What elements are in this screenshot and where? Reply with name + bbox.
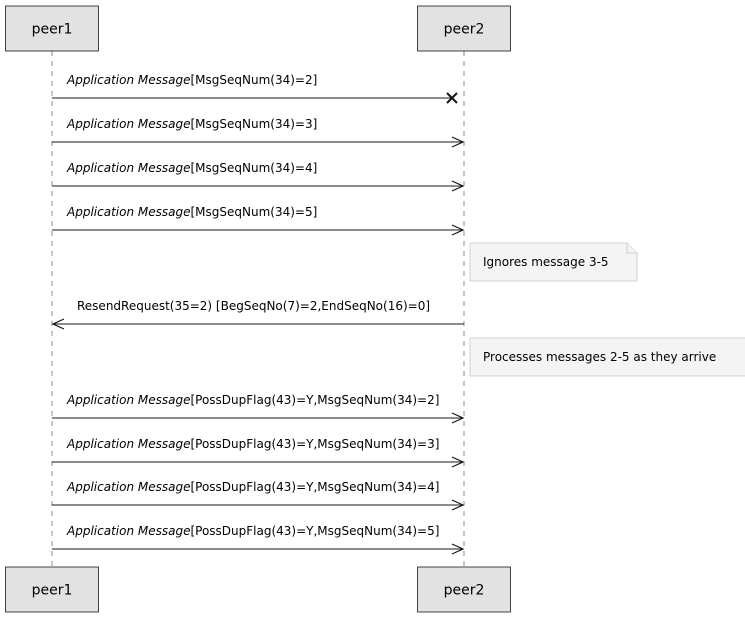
note-body	[469, 242, 638, 282]
message: Application Message[MsgSeqNum(34)=5]	[52, 205, 465, 236]
participant-peer1-top: peer1	[5, 5, 99, 52]
note: Processes messages 2-5 as they arrive	[469, 337, 745, 377]
message-type: Application Message	[66, 524, 190, 538]
arrowhead	[451, 543, 465, 555]
message-label: Application Message[PossDupFlag(43)=Y,Ms…	[66, 480, 439, 494]
message: ResendRequest(35=2) [BegSeqNo(7)=2,EndSe…	[51, 299, 464, 330]
participant-label: peer2	[444, 22, 485, 38]
arrowhead	[451, 456, 465, 468]
message-label: Application Message[MsgSeqNum(34)=3]	[66, 117, 317, 131]
message-label: Application Message[MsgSeqNum(34)=2]	[66, 73, 317, 87]
participants-bottom: peer1 peer2	[5, 566, 511, 613]
message-fields: [PossDupFlag(43)=Y,MsgSeqNum(34)=2]	[190, 393, 439, 407]
participant-peer2-top: peer2	[417, 5, 511, 52]
note-body	[469, 337, 745, 377]
note-text: Ignores message 3-5	[483, 255, 609, 269]
message-type: Application Message	[66, 73, 190, 87]
participant-peer2-bottom: peer2	[417, 566, 511, 613]
lifelines	[51, 51, 465, 567]
lost-cross-mark	[446, 92, 458, 104]
message-label: Application Message[MsgSeqNum(34)=5]	[66, 205, 317, 219]
participant-box	[417, 566, 511, 613]
message-label: Application Message[PossDupFlag(43)=Y,Ms…	[66, 393, 439, 407]
message-fields: [MsgSeqNum(34)=3]	[190, 117, 317, 131]
message-label: ResendRequest(35=2) [BegSeqNo(7)=2,EndSe…	[77, 299, 430, 313]
arrowhead	[451, 136, 465, 148]
message-fields: [PossDupFlag(43)=Y,MsgSeqNum(34)=5]	[190, 524, 439, 538]
participant-box	[5, 5, 99, 52]
message: Application Message[PossDupFlag(43)=Y,Ms…	[52, 437, 465, 468]
message-fields: [MsgSeqNum(34)=2]	[190, 73, 317, 87]
message: Application Message[MsgSeqNum(34)=3]	[52, 117, 465, 148]
participant-box	[5, 566, 99, 613]
message: Application Message[PossDupFlag(43)=Y,Ms…	[52, 480, 465, 511]
message-fields: ResendRequest(35=2) [BegSeqNo(7)=2,EndSe…	[77, 299, 430, 313]
participant-label: peer1	[32, 583, 73, 599]
participant-peer1-bottom: peer1	[5, 566, 99, 613]
message-type: Application Message	[66, 205, 190, 219]
message-type: Application Message	[66, 161, 190, 175]
arrowhead	[451, 180, 465, 192]
message-type: Application Message	[66, 117, 190, 131]
arrowhead	[451, 499, 465, 511]
participant-label: peer2	[444, 583, 485, 599]
message-type: Application Message	[66, 393, 190, 407]
message: Application Message[MsgSeqNum(34)=2]	[52, 73, 458, 104]
arrowhead	[51, 318, 65, 330]
message-fields: [PossDupFlag(43)=Y,MsgSeqNum(34)=3]	[190, 437, 439, 451]
message-type: Application Message	[66, 437, 190, 451]
arrowhead	[451, 412, 465, 424]
arrowhead	[451, 224, 465, 236]
message-type: Application Message	[66, 480, 190, 494]
note: Ignores message 3-5	[469, 242, 638, 282]
note-text: Processes messages 2-5 as they arrive	[483, 350, 716, 364]
message-label: Application Message[MsgSeqNum(34)=4]	[66, 161, 317, 175]
note-fold	[626, 243, 637, 254]
message-fields: [PossDupFlag(43)=Y,MsgSeqNum(34)=4]	[190, 480, 439, 494]
message: Application Message[PossDupFlag(43)=Y,Ms…	[52, 393, 465, 424]
message: Application Message[PossDupFlag(43)=Y,Ms…	[52, 524, 465, 555]
message-label: Application Message[PossDupFlag(43)=Y,Ms…	[66, 524, 439, 538]
message-label: Application Message[PossDupFlag(43)=Y,Ms…	[66, 437, 439, 451]
sequence-events: Application Message[MsgSeqNum(34)=2]Appl…	[51, 73, 745, 555]
message-fields: [MsgSeqNum(34)=5]	[190, 205, 317, 219]
message: Application Message[MsgSeqNum(34)=4]	[52, 161, 465, 192]
participants-top: peer1 peer2	[5, 5, 511, 52]
participant-label: peer1	[32, 22, 73, 38]
participant-box	[417, 5, 511, 52]
message-fields: [MsgSeqNum(34)=4]	[190, 161, 317, 175]
